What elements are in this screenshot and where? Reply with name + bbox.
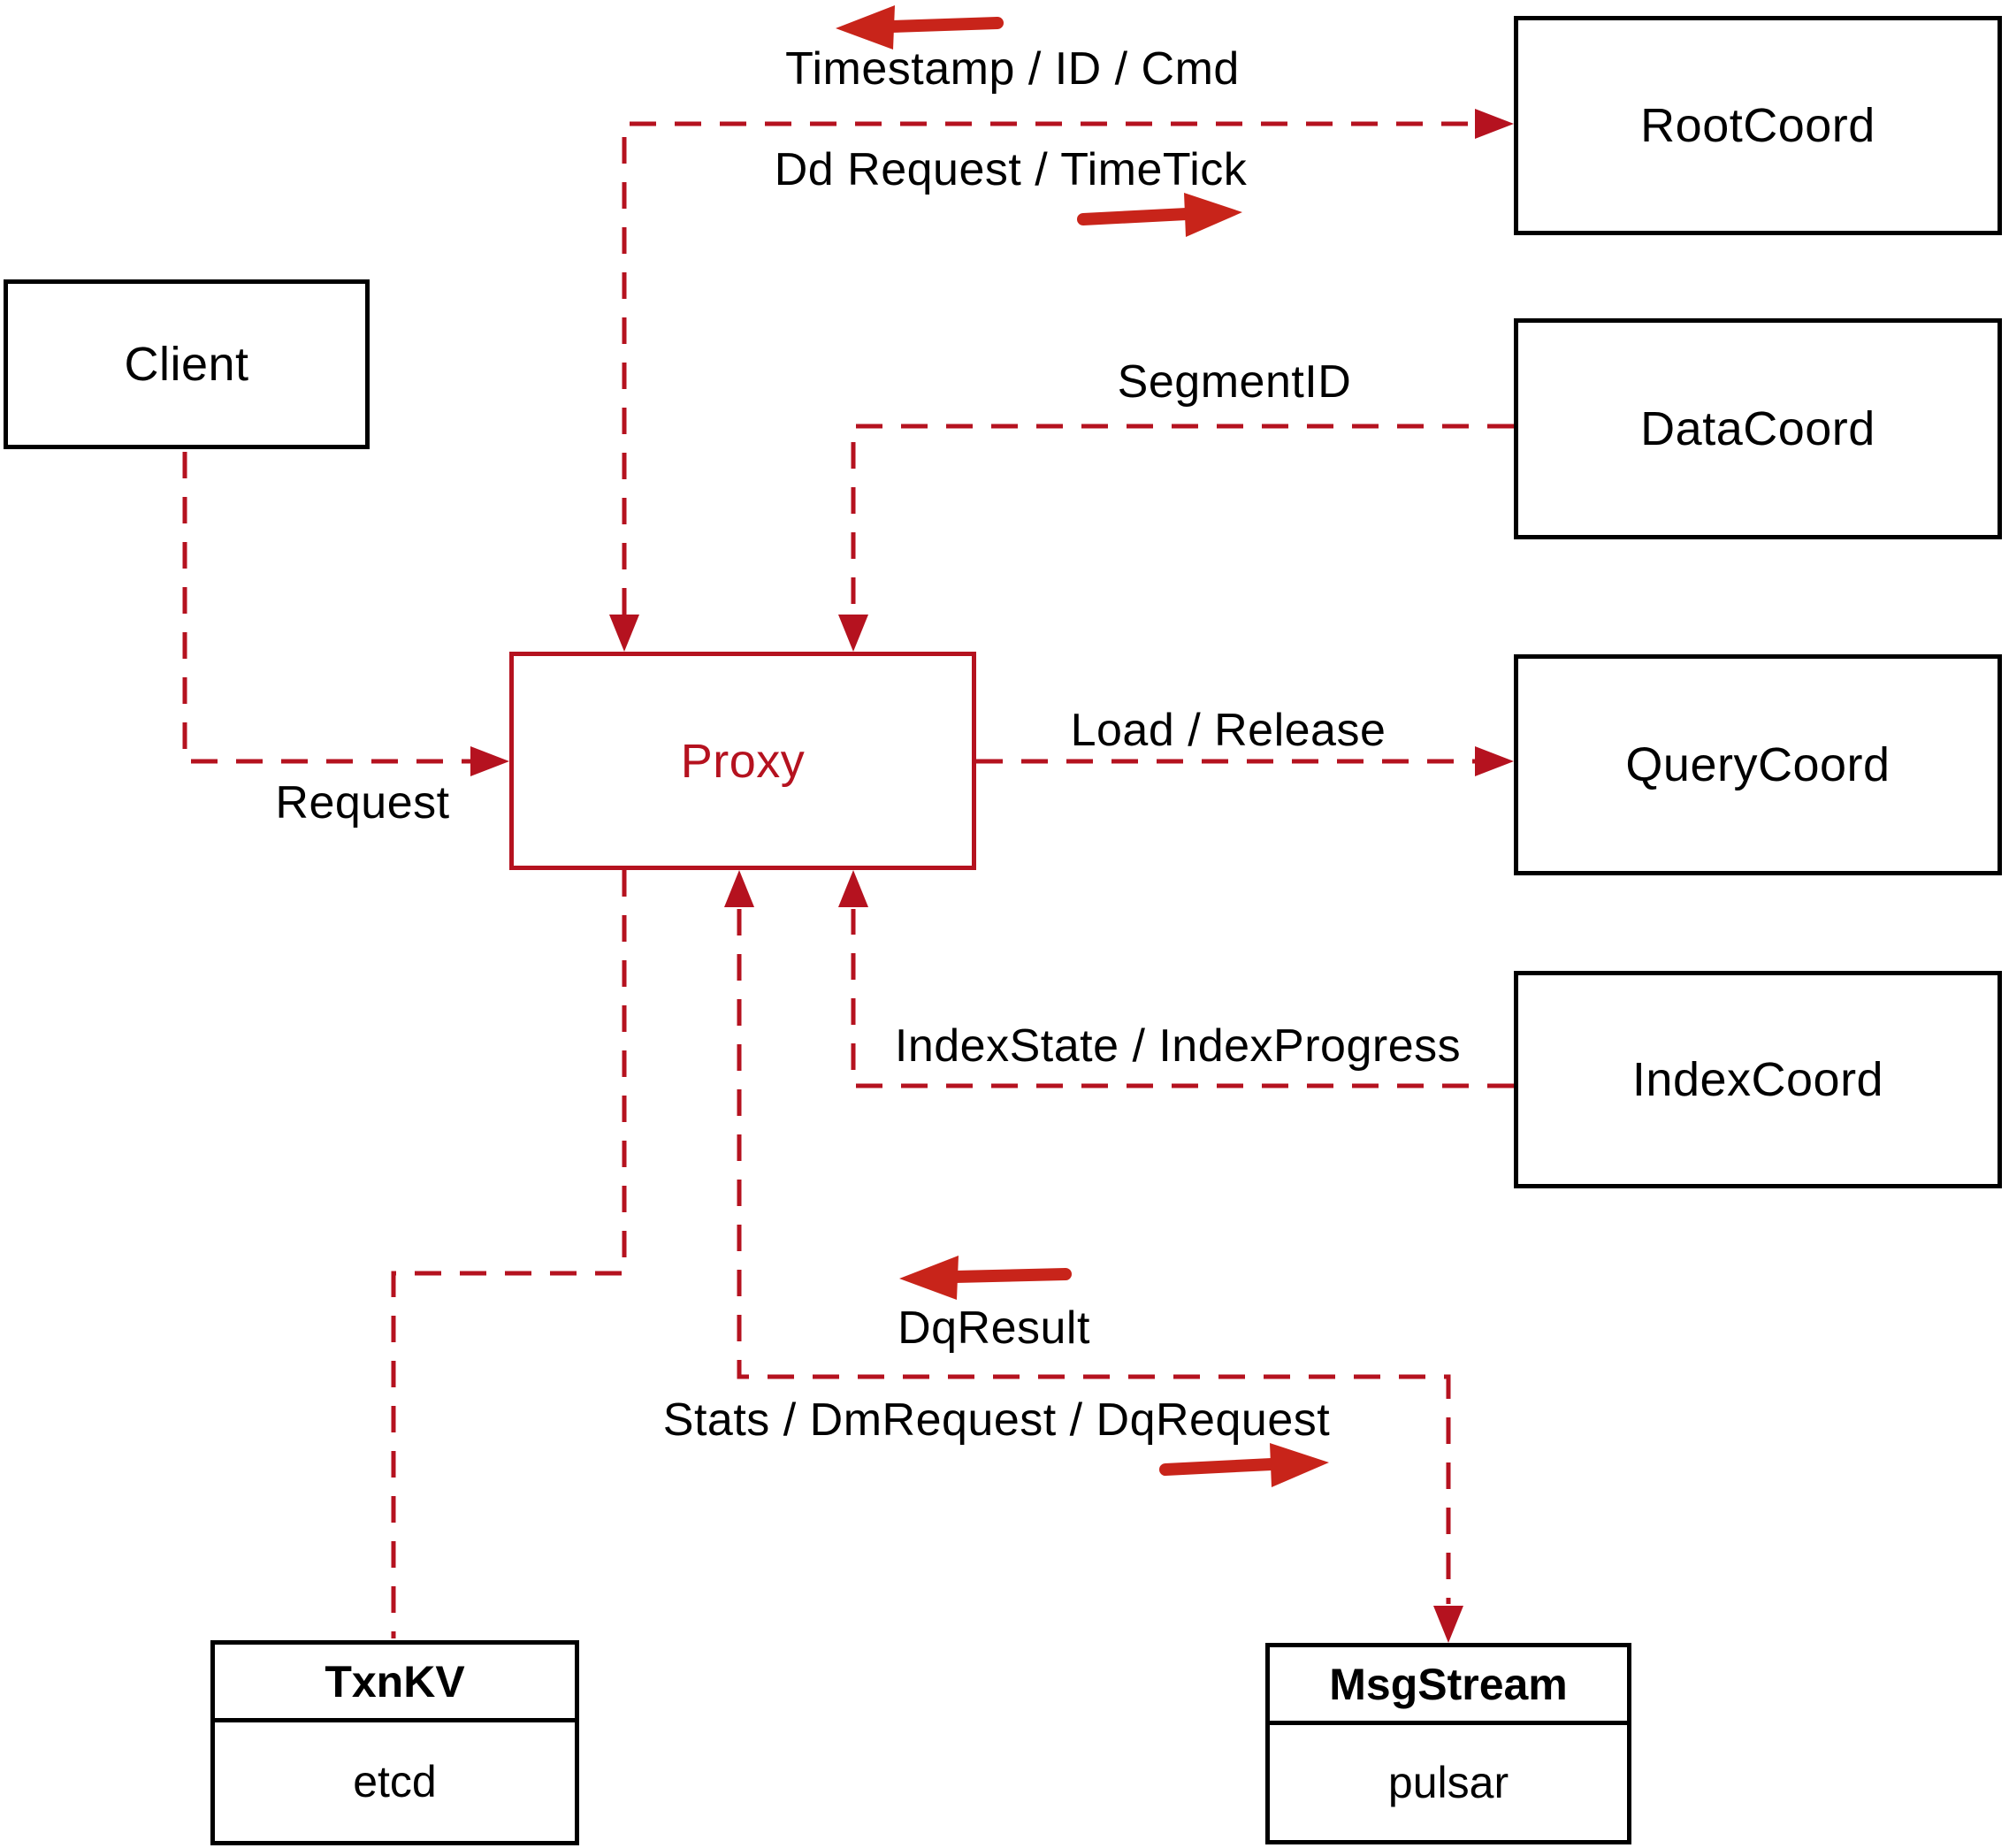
node-indexcoord: IndexCoord: [1514, 971, 2002, 1188]
node-querycoord-label: QueryCoord: [1625, 738, 1891, 791]
node-datacoord: DataCoord: [1514, 318, 2002, 539]
edge-label-load-release: Load / Release: [1070, 705, 1386, 756]
arrowhead-into-proxy-top-right: [838, 615, 868, 652]
node-rootcoord: RootCoord: [1514, 16, 2002, 235]
node-txnkv-title: TxnKV: [215, 1645, 575, 1722]
edge-label-dqresult: DqResult: [898, 1302, 1090, 1354]
node-txnkv: TxnKV etcd: [210, 1640, 579, 1845]
edge-client-proxy: [182, 452, 470, 764]
arrowhead-into-querycoord: [1475, 746, 1514, 776]
node-msgstream: MsgStream pulsar: [1265, 1643, 1631, 1844]
node-rootcoord-label: RootCoord: [1640, 99, 1875, 152]
edge-proxy-msgstream: [737, 909, 1451, 1604]
edge-proxy-rootcoord: [622, 121, 1475, 615]
direction-arrow-msgstream-to-proxy: [899, 1256, 1072, 1300]
node-msgstream-title: MsgStream: [1270, 1647, 1627, 1725]
arrowhead-into-rootcoord: [1475, 109, 1514, 139]
arrowhead-into-proxy-left: [470, 746, 509, 776]
edge-datacoord-proxy: [851, 424, 1514, 615]
direction-arrow-proxy-to-msgstream: [1159, 1443, 1329, 1487]
node-client-label: Client: [124, 338, 249, 391]
direction-arrow-proxy-to-rootcoord: [1077, 193, 1242, 237]
node-msgstream-subtitle: pulsar: [1387, 1758, 1509, 1807]
arrowhead-into-proxy-bottom-right: [838, 870, 868, 907]
arrowhead-into-msgstream: [1433, 1606, 1463, 1643]
node-proxy: Proxy: [509, 652, 976, 870]
edge-label-indexstate-indexprogress: IndexState / IndexProgress: [894, 1020, 1462, 1072]
node-datacoord-label: DataCoord: [1640, 402, 1875, 455]
node-querycoord: QueryCoord: [1514, 654, 2002, 875]
node-client: Client: [4, 279, 370, 449]
edge-label-stats-dmrequest-dqrequest: Stats / DmRequest / DqRequest: [662, 1394, 1331, 1446]
edge-label-dd-request-timetick: Dd Request / TimeTick: [774, 144, 1248, 195]
node-proxy-label: Proxy: [680, 734, 806, 788]
direction-arrow-rootcoord-to-proxy: [836, 5, 1004, 50]
edge-label-request: Request: [275, 777, 450, 829]
arrowhead-into-proxy-top-left: [609, 615, 639, 652]
node-indexcoord-label: IndexCoord: [1631, 1053, 1884, 1106]
edge-label-segmentid: SegmentID: [1117, 356, 1352, 408]
edge-indexcoord-proxy: [851, 909, 1514, 1088]
edge-proxy-txnkv: [391, 870, 627, 1638]
arrowhead-into-proxy-bottom-left: [724, 870, 754, 907]
node-txnkv-subtitle: etcd: [353, 1757, 437, 1806]
edge-label-timestamp-id-cmd: Timestamp / ID / Cmd: [785, 43, 1240, 95]
